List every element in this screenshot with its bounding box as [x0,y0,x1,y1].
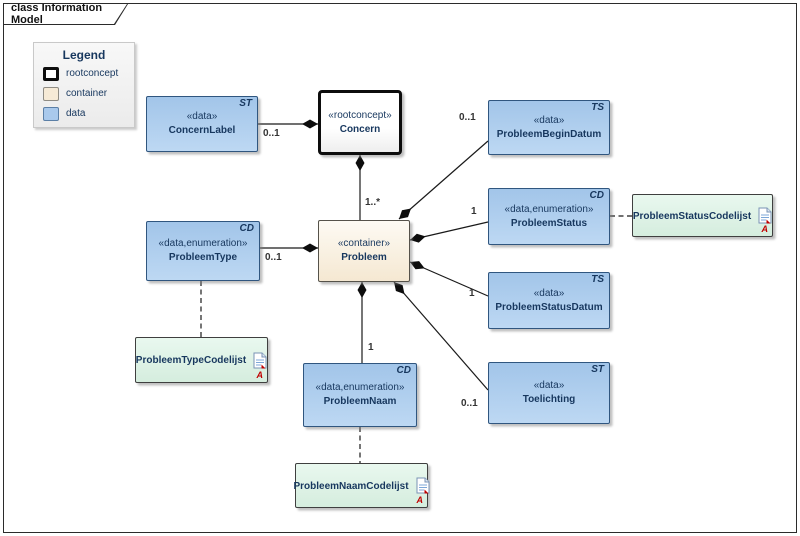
node-probleemnaam[interactable]: CD «data,enumeration» ProbleemNaam [303,363,417,427]
connector-probleem-probleemstatus[interactable] [409,221,489,243]
type-code: CD [239,223,254,234]
stereotype-label: «rootconcept» [328,109,392,121]
connector-concern-probleem[interactable] [355,155,365,220]
legend-item-rootconcept: rootconcept [43,65,134,82]
node-name: ProbleemType [168,252,238,263]
node-name: ProbleemNaamCodelijst [293,480,409,492]
stereotype-label: «data» [533,114,565,126]
connector-probleem-probleemnaam[interactable] [357,282,367,363]
artifact-marker: A [256,370,264,380]
legend-title: Legend [62,48,106,62]
node-name: ConcernLabel [168,125,236,136]
stereotype-label: «data» [186,111,218,122]
node-toelichting[interactable]: ST «data» Toelichting [488,362,610,424]
node-probleemstatus[interactable]: CD «data,enumeration» ProbleemStatus [488,188,610,245]
diagram-title: class Information Model [11,2,103,26]
type-code: ST [591,364,604,375]
stereotype-label: «data,enumeration» [315,382,405,393]
type-code: CD [589,190,604,201]
node-probleemtypecodelijst[interactable]: ProbleemTypeCodelijst A [135,337,268,383]
node-probleembegindatum[interactable]: TS «data» ProbleemBeginDatum [488,100,610,155]
container-swatch [43,86,59,101]
artifact-marker: A [761,224,769,234]
connector-probleem-toelichting[interactable] [393,281,489,391]
multiplicity-label: 0..1 [263,128,280,139]
legend-item-data: data [43,105,134,122]
multiplicity-label: 1 [471,206,477,217]
stereotype-label: «data» [533,380,565,391]
stereotype-label: «data» [533,287,565,299]
node-probleemnaamcodelijst[interactable]: ProbleemNaamCodelijst A [293,463,430,508]
legend-item-label: data [66,108,86,119]
node-name: ProbleemStatusCodelijst [632,210,752,222]
multiplicity-label: 1..* [365,197,381,208]
node-name: ProbleemStatus [510,217,588,229]
node-name: ProbleemBeginDatum [496,128,602,140]
connector-probleem-probleembegindatum[interactable] [398,140,489,220]
type-code: CD [396,365,411,376]
node-concernlabel[interactable]: ST «data» ConcernLabel [146,96,258,152]
node-name: Toelichting [522,394,576,405]
multiplicity-label: 1 [469,288,475,299]
multiplicity-label: 0..1 [461,398,478,409]
node-name: Probleem [341,252,387,263]
document-icon [253,352,267,368]
node-name: ProbleemTypeCodelijst [135,355,247,366]
connector-probleem-probleemstatusdatum[interactable] [409,261,489,297]
node-concern[interactable]: «rootconcept» Concern [318,90,402,155]
data-swatch [43,106,59,121]
node-probleemstatusdatum[interactable]: TS «data» ProbleemStatusDatum [488,272,610,329]
diagram-frame [3,3,797,533]
node-name: Concern [339,123,381,135]
node-name: ProbleemNaam [323,396,397,407]
connector-concernlabel-concern[interactable] [258,119,318,129]
type-code: TS [591,274,604,285]
connector-probleemtype-probleem[interactable] [260,243,318,253]
legend-item-label: container [66,88,108,99]
multiplicity-label: 0..1 [265,252,282,263]
multiplicity-label: 1 [368,342,374,353]
legend-item-label: rootconcept [66,68,119,79]
stereotype-label: «container» [337,238,391,249]
node-probleemtype[interactable]: CD «data,enumeration» ProbleemType [146,221,260,281]
node-name: ProbleemStatusDatum [495,301,603,313]
stereotype-label: «data,enumeration» [158,238,248,249]
legend-item-container: container [43,85,134,102]
node-probleemstatuscodelijst[interactable]: ProbleemStatusCodelijst A [632,194,773,237]
document-icon [758,207,772,224]
node-probleem[interactable]: «container» Probleem [318,220,410,282]
type-code: ST [239,98,252,109]
diagram-frame-tab: class Information Model [4,4,128,25]
legend[interactable]: Legend rootconcept container data [33,42,135,128]
rootconcept-swatch [43,66,59,81]
artifact-marker: A [416,495,424,505]
stereotype-label: «data,enumeration» [504,203,594,215]
type-code: TS [591,102,604,113]
multiplicity-label: 0..1 [459,112,476,123]
document-icon [416,477,430,494]
